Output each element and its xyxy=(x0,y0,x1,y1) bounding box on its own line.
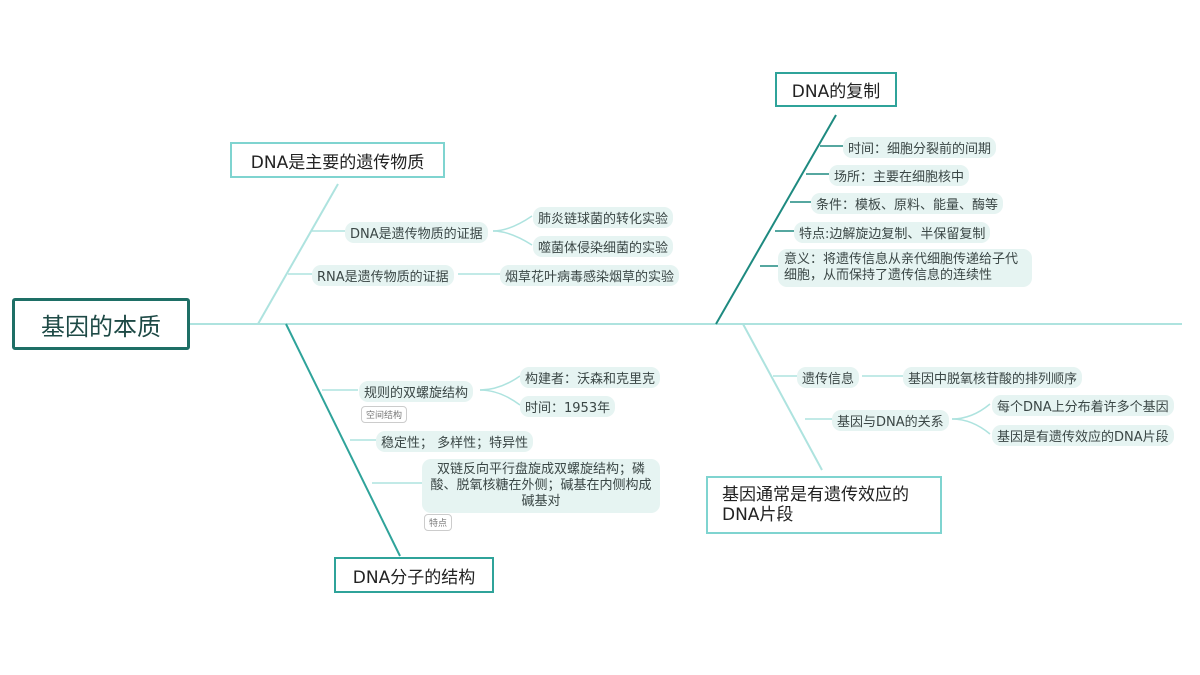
subtopic-structure-time[interactable]: 时间：1953年 xyxy=(520,396,616,417)
subtopic-genetic-info[interactable]: 遗传信息 xyxy=(797,367,860,388)
subtopic-replication-conditions[interactable]: 条件：模板、原料、能量、酶等 xyxy=(811,193,1004,214)
label-spatial-structure: 空间结构 xyxy=(361,406,408,423)
subtopic-replication-time[interactable]: 时间：细胞分裂前的间期 xyxy=(843,137,997,158)
label-features: 特点 xyxy=(424,514,453,531)
subtopic-genetic-info-definition[interactable]: 基因中脱氧核苷酸的排列顺序 xyxy=(903,367,1083,388)
subtopic-builders[interactable]: 构建者：沃森和克里克 xyxy=(520,367,661,388)
subtopic-dna-evidence[interactable]: DNA是遗传物质的证据 xyxy=(345,222,488,243)
subtopic-gene-dna-relation[interactable]: 基因与DNA的关系 xyxy=(832,410,949,431)
subtopic-double-helix[interactable]: 规则的双螺旋结构 xyxy=(359,381,474,402)
topic-dna-genetic-material[interactable]: DNA是主要的遗传物质 xyxy=(230,142,445,178)
subtopic-properties[interactable]: 稳定性； 多样性；特异性 xyxy=(376,431,534,452)
topic-dna-structure[interactable]: DNA分子的结构 xyxy=(334,557,494,593)
subtopic-replication-place[interactable]: 场所：主要在细胞核中 xyxy=(829,165,970,186)
subtopic-replication-meaning[interactable]: 意义：将遗传信息从亲代细胞传递给子代细胞，从而保持了遗传信息的连续性 xyxy=(778,249,1032,287)
subtopic-relation-gene-segment[interactable]: 基因是有遗传效应的DNA片段 xyxy=(992,425,1174,446)
topic-dna-replication[interactable]: DNA的复制 xyxy=(775,72,897,107)
subtopic-pneumococcus-experiment[interactable]: 肺炎链球菌的转化实验 xyxy=(533,207,674,228)
subtopic-relation-many-genes[interactable]: 每个DNA上分布着许多个基因 xyxy=(992,395,1174,416)
subtopic-phage-experiment[interactable]: 噬菌体侵染细菌的实验 xyxy=(533,236,674,257)
subtopic-rna-evidence[interactable]: RNA是遗传物质的证据 xyxy=(312,265,454,286)
subtopic-tmv-experiment[interactable]: 烟草花叶病毒感染烟草的实验 xyxy=(500,265,680,286)
root-topic[interactable]: 基因的本质 xyxy=(12,298,190,350)
subtopic-replication-traits[interactable]: 特点:边解旋边复制、半保留复制 xyxy=(794,222,991,243)
topic-gene-definition[interactable]: 基因通常是有遗传效应的DNA片段 xyxy=(706,476,942,534)
subtopic-structure-features[interactable]: 双链反向平行盘旋成双螺旋结构；磷酸、脱氧核糖在外侧；碱基在内侧构成碱基对 xyxy=(422,459,660,513)
